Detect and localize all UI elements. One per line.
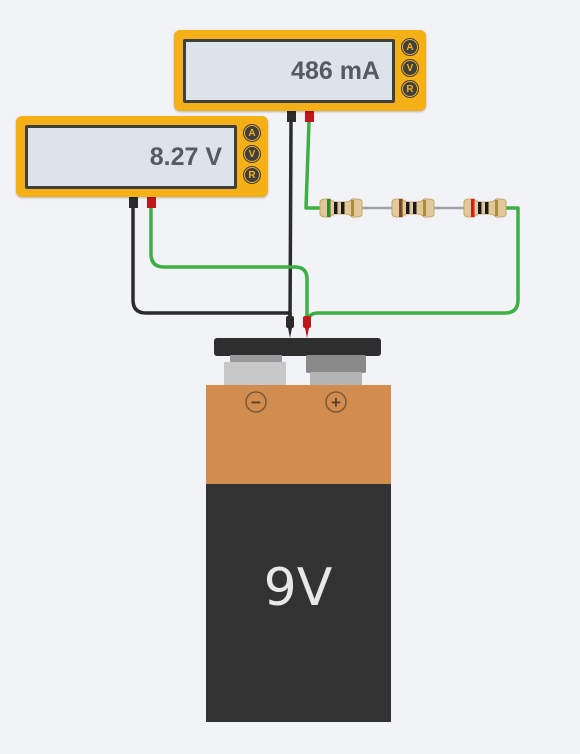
resistor-band	[471, 199, 475, 217]
wire-ammeter-positive[interactable]	[304, 120, 322, 210]
resistor-band	[406, 202, 410, 214]
battery-body	[206, 484, 391, 722]
resistor-band	[334, 202, 338, 214]
battery[interactable]: − + 9V	[206, 338, 391, 722]
positive-symbol: +	[331, 393, 341, 412]
battery-terminal-positive-neck	[306, 355, 366, 373]
wires	[131, 120, 520, 327]
ammeter-com-jack[interactable]	[287, 111, 296, 122]
wire-ammeter-negative[interactable]	[288, 120, 293, 327]
resistor-chain	[319, 198, 507, 218]
resistor-band	[399, 199, 403, 217]
battery-terminal-negative[interactable]	[224, 362, 286, 386]
ammeter-mode-v[interactable]: V	[401, 59, 419, 77]
resistor[interactable]	[319, 198, 363, 218]
voltmeter[interactable]: 8.27 V A V R	[16, 116, 268, 197]
wire-resistor-return[interactable]	[305, 206, 520, 327]
ammeter-mode-selector: A V R	[401, 38, 419, 102]
ammeter[interactable]: 486 mA A V R	[174, 30, 426, 111]
resistor-tolerance-band	[423, 200, 426, 216]
resistor-band	[478, 202, 482, 214]
resistor-tolerance-band	[495, 200, 498, 216]
resistor-band	[485, 202, 489, 214]
ammeter-display: 486 mA	[183, 39, 395, 103]
voltmeter-mode-a[interactable]: A	[243, 124, 261, 142]
ammeter-reading: 486 mA	[291, 57, 380, 85]
wire-voltmeter-negative[interactable]	[131, 204, 292, 327]
voltmeter-mode-r[interactable]: R	[243, 166, 261, 184]
voltmeter-display: 8.27 V	[25, 125, 237, 189]
battery-terminal-negative-neck	[230, 355, 282, 365]
probe-positive-tip[interactable]	[303, 316, 311, 328]
ammeter-positive-jack[interactable]	[305, 111, 314, 122]
positive-symbol-ring	[325, 391, 347, 413]
resistor-band	[327, 199, 331, 217]
battery-probes	[286, 316, 311, 338]
wire-voltmeter-positive[interactable]	[149, 204, 309, 327]
voltmeter-mode-selector: A V R	[243, 124, 261, 188]
battery-label: 9V	[264, 558, 333, 618]
probe-positive-point	[305, 328, 309, 338]
battery-terminal-positive[interactable]	[310, 372, 362, 386]
voltmeter-mode-v[interactable]: V	[243, 145, 261, 163]
battery-top	[206, 385, 391, 485]
voltmeter-com-jack[interactable]	[129, 197, 138, 208]
resistor-band	[341, 202, 345, 214]
meter-jacks	[129, 111, 314, 208]
resistor-band	[413, 202, 417, 214]
resistor[interactable]	[391, 198, 435, 218]
voltmeter-positive-jack[interactable]	[147, 197, 156, 208]
probe-negative-tip[interactable]	[286, 316, 294, 328]
ammeter-mode-r[interactable]: R	[401, 80, 419, 98]
negative-symbol-ring	[245, 391, 267, 413]
voltmeter-reading: 8.27 V	[149, 143, 222, 171]
negative-symbol: −	[251, 393, 261, 412]
resistor-tolerance-band	[351, 200, 354, 216]
battery-clip	[214, 338, 381, 356]
ammeter-mode-a[interactable]: A	[401, 38, 419, 56]
resistor[interactable]	[463, 198, 507, 218]
probe-negative-point	[288, 328, 292, 338]
